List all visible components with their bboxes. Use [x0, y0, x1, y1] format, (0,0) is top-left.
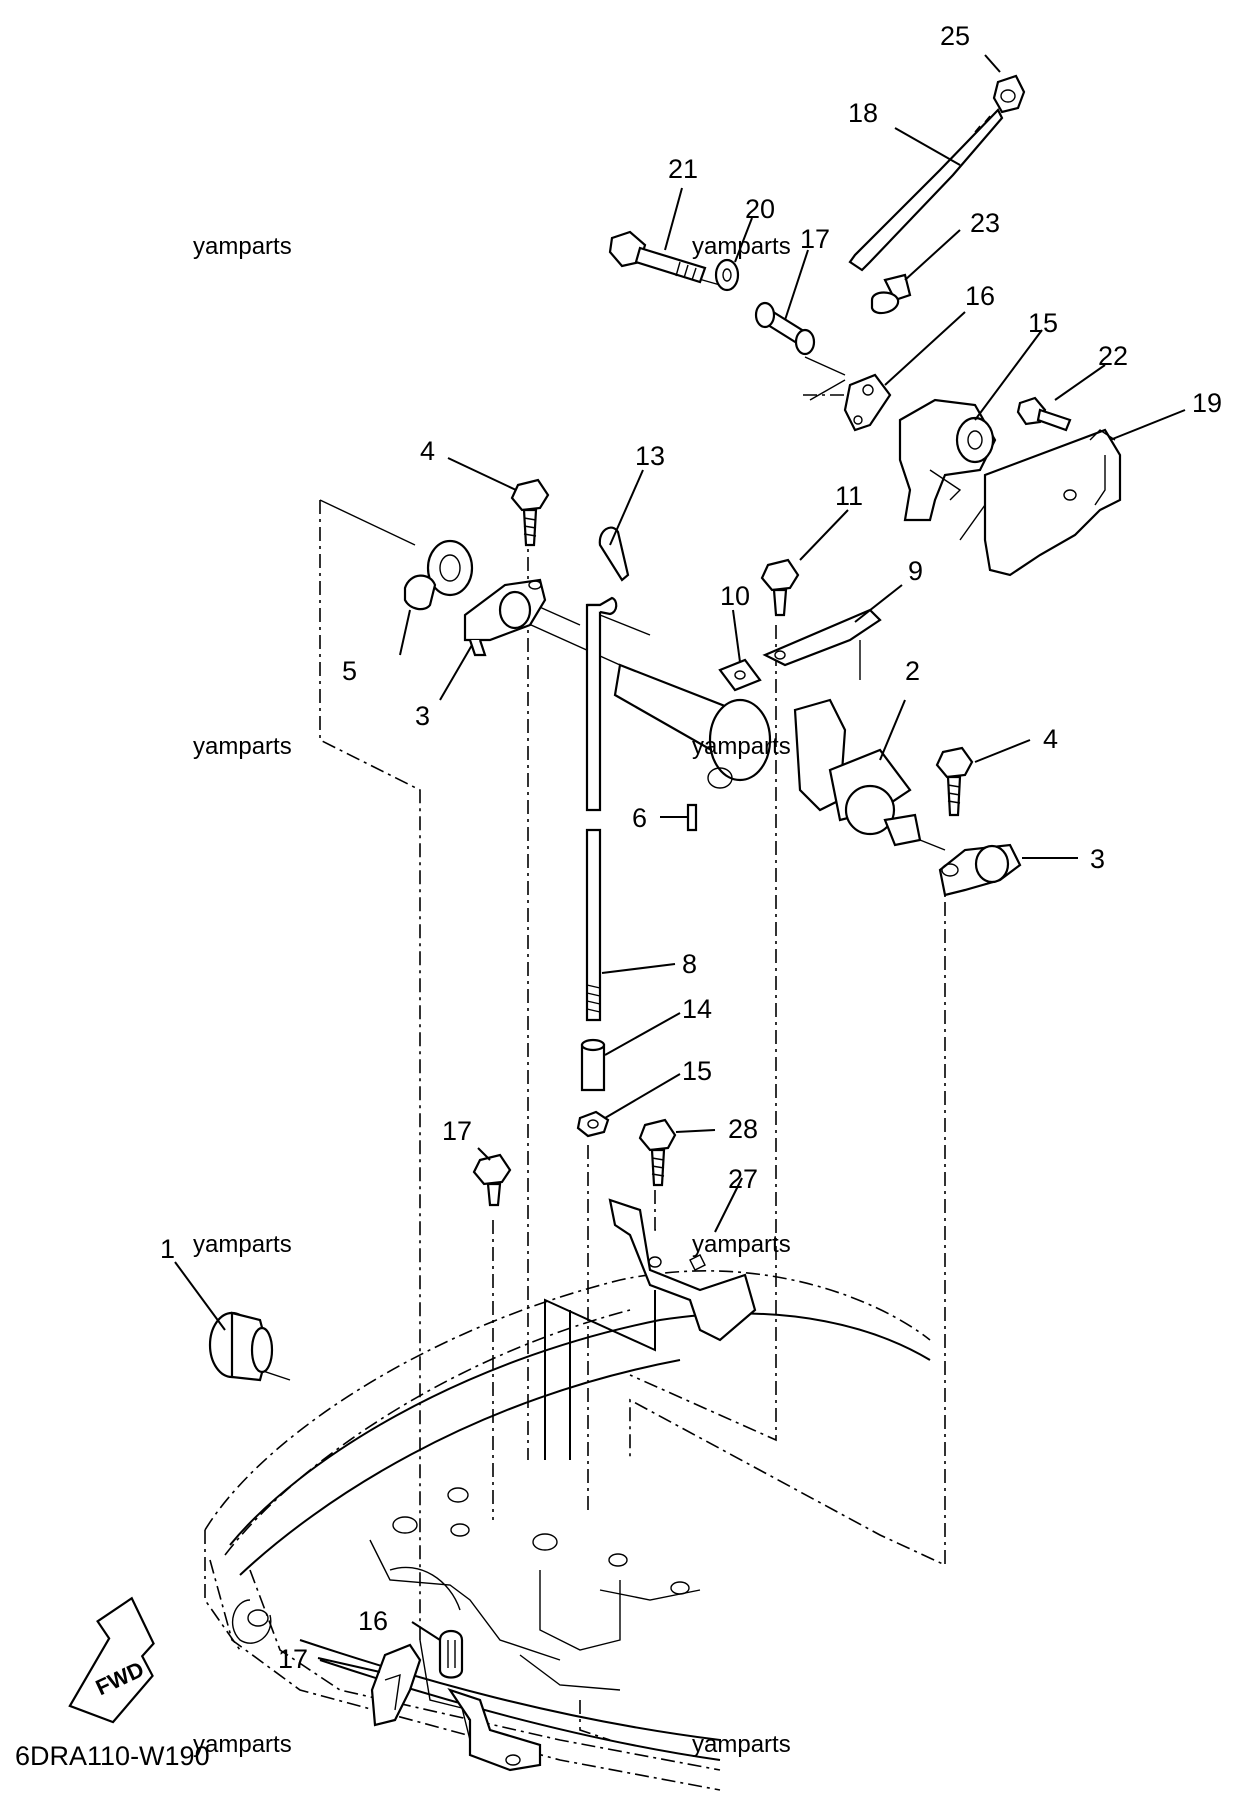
watermark: yamparts: [692, 1231, 791, 1258]
callout-18: 16: [965, 281, 995, 311]
callout-1: 1: [160, 1234, 175, 1264]
callout-27: 27: [728, 1164, 758, 1194]
callout-labels: 25 18 21 20 17 23 16 15 22 19 4 13 11 9 …: [160, 21, 1222, 1674]
part-23-bolt: [608, 230, 707, 284]
part-25-clip: [870, 273, 912, 315]
callout-22: 20: [745, 194, 775, 224]
callout-24: 22: [1098, 341, 1128, 371]
watermark: yamparts: [193, 233, 292, 260]
part-14-clip: [438, 1629, 464, 1679]
watermark: yamparts: [692, 1731, 791, 1758]
watermark: yamparts: [193, 1231, 292, 1258]
part-21-bracket: [983, 428, 1122, 577]
callout-23: 21: [668, 154, 698, 184]
callout-3-left: 3: [415, 701, 430, 731]
part-11-cotter-pin: [598, 526, 630, 582]
part-3-joint-left: [463, 578, 547, 657]
part-24-bolt: [1016, 396, 1072, 432]
part-17-cam: [898, 398, 997, 522]
part-3-joint-right: [938, 843, 1022, 897]
callout-21: 19: [1192, 388, 1222, 418]
callout-14: 16: [358, 1606, 388, 1636]
part-10-rod: [585, 596, 618, 1022]
part-19-collar: [754, 301, 816, 356]
part-4-bolt-upper: [510, 478, 550, 547]
part-8-plate: [718, 658, 762, 692]
part-7-plate: [762, 608, 882, 667]
callout-8: 10: [720, 581, 750, 611]
callout-17: 15: [1028, 308, 1058, 338]
callout-7: 9: [908, 556, 923, 586]
callout-25: 23: [970, 208, 1000, 238]
callout-20: 18: [848, 98, 878, 128]
callout-2: 2: [905, 656, 920, 686]
fwd-arrow-icon: FWD: [68, 1596, 155, 1724]
part-15-bolt: [472, 1153, 512, 1207]
part-16-connector: [370, 1643, 422, 1727]
callout-3-right: 3: [1090, 844, 1105, 874]
callout-9: 11: [835, 481, 863, 511]
part-12-spacer: [580, 1038, 606, 1092]
part-5-bushing: [403, 539, 474, 611]
part-20-link-rod: [848, 108, 1004, 272]
watermark: yamparts: [692, 233, 791, 260]
watermark: yamparts: [692, 733, 791, 760]
watermarks: yamparts yamparts yamparts yamparts yamp…: [193, 233, 791, 1758]
part-1-grommet: [208, 1311, 274, 1382]
callout-10: 8: [682, 949, 697, 979]
part-28-bolt: [638, 1118, 677, 1187]
callout-15: 17: [442, 1116, 472, 1146]
callout-19: 17: [800, 224, 830, 254]
callout-5: 5: [342, 656, 357, 686]
part-9-bolt: [760, 558, 800, 617]
callout-12: 14: [682, 994, 712, 1024]
part-18-lever: [843, 373, 892, 432]
callout-16: 17: [278, 1644, 308, 1674]
part-27-bracket: [608, 1198, 757, 1342]
part-4-bolt-right: [935, 746, 974, 817]
callout-28: 28: [728, 1114, 758, 1144]
watermark: yamparts: [193, 1731, 292, 1758]
leader-lines: [229, 274, 1011, 1640]
watermark: yamparts: [193, 733, 292, 760]
part-2-shift-shaft: [613, 663, 922, 847]
callout-leaders: [174, 54, 1186, 1673]
callout-4-upper: 4: [420, 436, 435, 466]
bottom-cowling-outline: [204, 1270, 931, 1791]
part-22-washer: [714, 258, 740, 292]
callout-4-right: 4: [1043, 724, 1058, 754]
part-13-nut: [576, 1110, 610, 1138]
part-6-pin: [686, 803, 698, 832]
callout-11: 13: [635, 441, 665, 471]
diagram-code: 6DRA110-W190: [15, 1741, 210, 1771]
callout-13: 15: [682, 1056, 712, 1086]
callout-6: 6: [632, 803, 647, 833]
callout-26: 25: [940, 21, 970, 51]
part-26-nut: [992, 74, 1026, 114]
